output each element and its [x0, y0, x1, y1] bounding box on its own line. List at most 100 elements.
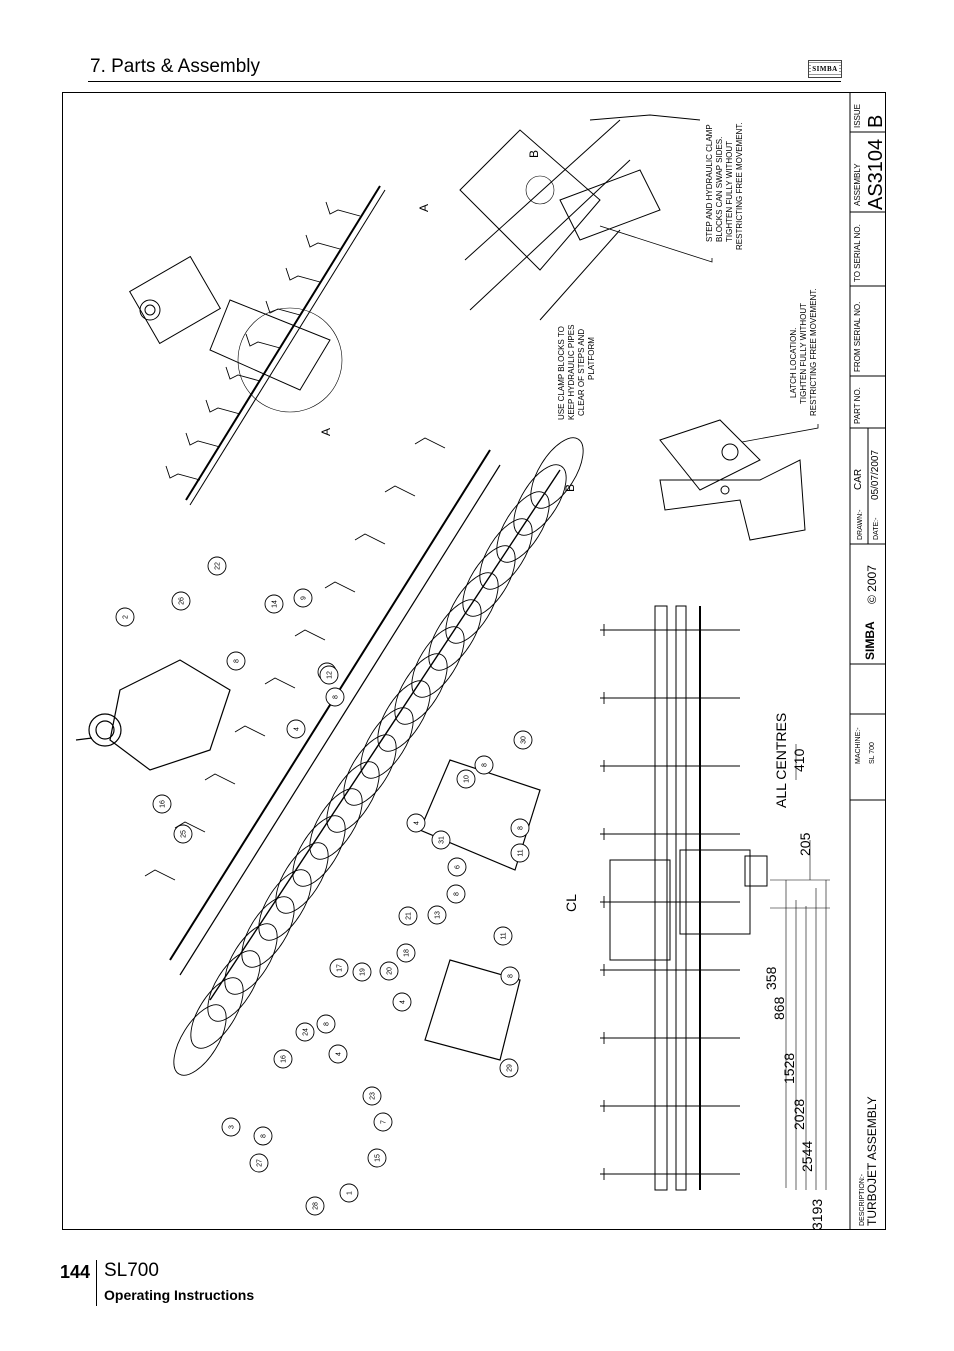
dimension-lines — [785, 744, 827, 1190]
title-block — [849, 92, 886, 1230]
dim-205: 205 — [797, 832, 813, 856]
balloon-item-8: 8 — [446, 884, 466, 904]
note-step-clamp-2: BLOCKS CAN SWAP SIDES. — [715, 137, 724, 242]
footer-divider — [96, 1260, 97, 1306]
brand-mark: SIMBA — [863, 621, 877, 660]
balloon-item-11: 11 — [493, 926, 513, 946]
balloon-item-27: 27 — [249, 1153, 269, 1173]
disc — [173, 1004, 227, 1076]
balloon-number: 16 — [160, 800, 167, 808]
tine — [384, 485, 416, 497]
tine — [204, 773, 236, 785]
date-value: 05/07/2007 — [870, 450, 881, 500]
header-divider — [88, 81, 841, 82]
balloon-item-8: 8 — [316, 1014, 336, 1034]
balloon-item-11: 11 — [510, 843, 530, 863]
balloon-number: 8 — [234, 659, 241, 663]
disc — [411, 626, 465, 698]
balloon-number: 19 — [360, 968, 367, 976]
balloon-item-8: 8 — [510, 818, 530, 838]
simba-logo-icon: SIMBA — [808, 60, 842, 78]
balloon-item-30: 30 — [513, 730, 533, 750]
balloon-number: 17 — [337, 964, 344, 972]
balloon-item-21: 21 — [398, 906, 418, 926]
balloon-number: 25 — [181, 830, 188, 838]
disc — [309, 788, 363, 860]
balloon-item-10: 10 — [456, 769, 476, 789]
note-step-clamp-1: STEP AND HYDRAULIC CLAMP — [705, 124, 714, 242]
balloon-number: 3 — [229, 1125, 236, 1129]
balloon-number: 8 — [482, 763, 489, 767]
part-no-label: PART NO. — [853, 387, 862, 424]
balloon-item-8: 8 — [474, 755, 494, 775]
note-clamp-blocks-3: CLEAR OF STEPS AND — [577, 329, 586, 416]
plan-tine — [600, 1168, 740, 1180]
note-latch-2: TIGHTEN FULLY WITHOUT — [799, 303, 808, 404]
tine — [354, 533, 386, 545]
disc — [394, 653, 448, 725]
disc — [513, 464, 567, 536]
disc — [207, 950, 261, 1022]
balloon-number: 7 — [381, 1120, 388, 1124]
detail-view-b — [459, 114, 701, 321]
note-step-clamp-4: RESTRICTING FREE MOVEMENT. — [735, 122, 744, 250]
balloon-item-16: 16 — [273, 1049, 293, 1069]
disc — [530, 437, 584, 509]
machine-label: MACHINE:- — [855, 727, 862, 764]
balloon-number: 24 — [303, 1028, 310, 1036]
balloon-item-20: 20 — [379, 961, 399, 981]
plan-tine — [600, 964, 740, 976]
disc — [360, 707, 414, 779]
balloon-item-8: 8 — [500, 966, 520, 986]
balloon-number: 10 — [464, 775, 471, 783]
balloon-item-13: 13 — [427, 905, 447, 925]
dim-3193: 3193 — [809, 1199, 825, 1230]
to-serial-label: TO SERIAL NO. — [853, 224, 862, 282]
balloon-number: 26 — [179, 597, 186, 605]
disc — [258, 869, 312, 941]
drawn-value: CAR — [853, 469, 864, 490]
balloon-item-15: 15 — [367, 1148, 387, 1168]
balloon-item-8: 8 — [325, 687, 345, 707]
disc — [292, 815, 346, 887]
balloon-number: 31 — [439, 836, 446, 844]
balloon-item-2: 2 — [115, 607, 135, 627]
balloon-item-4: 4 — [286, 719, 306, 739]
balloon-number: 1 — [347, 1191, 354, 1195]
tine — [144, 869, 176, 881]
balloon-item-24: 24 — [295, 1022, 315, 1042]
disc — [445, 572, 499, 644]
balloon-number: 28 — [313, 1202, 320, 1210]
dim-410: 410 — [791, 748, 807, 772]
balloon-number: 21 — [406, 912, 413, 920]
dim-2544: 2544 — [799, 1141, 815, 1172]
detail-latch — [659, 419, 806, 541]
note-clamp-blocks-1: USE CLAMP BLOCKS TO — [557, 326, 566, 420]
balloon-item-9: 9 — [293, 588, 313, 608]
issue-value: B — [865, 115, 887, 128]
balloon-number: 13 — [435, 911, 442, 919]
dim-1528: 1528 — [781, 1053, 797, 1084]
balloon-number: 4 — [414, 821, 421, 825]
balloon-number: 8 — [261, 1134, 268, 1138]
plan-tine — [600, 828, 740, 840]
balloon-number: 11 — [501, 932, 508, 939]
disc — [462, 545, 516, 617]
balloon-number: 27 — [257, 1159, 264, 1167]
plan-tine — [600, 760, 740, 772]
balloon-number: 8 — [324, 1022, 331, 1026]
balloon-item-7: 7 — [373, 1112, 393, 1132]
tine — [225, 366, 261, 382]
view-label-a-top: A — [417, 204, 431, 212]
dimension-labels: ALL CENTRES 410 205 CL 358 868 1528 2028… — [563, 713, 825, 1230]
description-value: TURBOJET ASSEMBLY — [865, 1096, 879, 1226]
balloon-number: 23 — [370, 1092, 377, 1100]
balloon-number: 4 — [336, 1052, 343, 1056]
main-exploded-view — [75, 449, 561, 1061]
balloon-item-22: 22 — [207, 556, 227, 576]
balloon-item-31: 31 — [431, 830, 451, 850]
note-latch-3: RESTRICTING FREE MOVEMENT. — [809, 288, 818, 416]
view-label-b-top: B — [527, 150, 541, 158]
view-label-a-left: A — [319, 428, 333, 436]
